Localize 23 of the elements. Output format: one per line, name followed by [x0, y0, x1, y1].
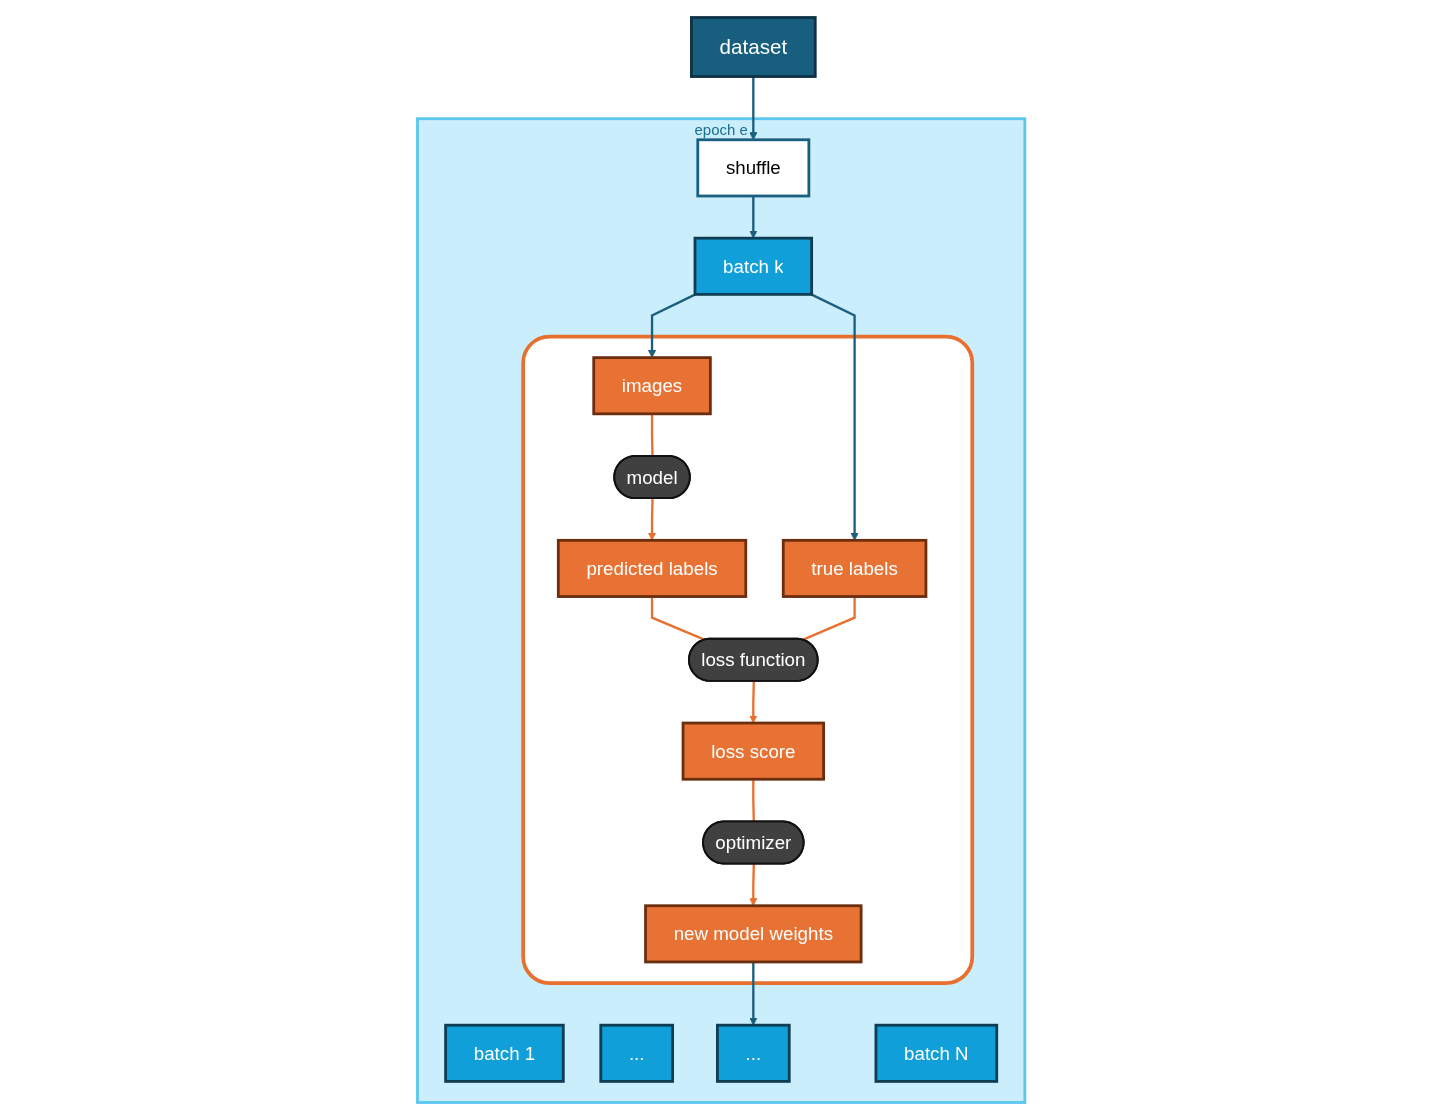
arrow — [749, 196, 758, 239]
cluster — [521, 334, 975, 985]
arrow — [648, 498, 657, 541]
node-box: new model weights — [644, 904, 863, 964]
connector — [651, 413, 654, 457]
node-box: ... — [599, 1023, 675, 1083]
node-box: shuffle — [696, 138, 811, 198]
arrow — [749, 681, 758, 724]
arrow — [648, 293, 697, 358]
connector — [651, 596, 706, 641]
node-box: dataset — [690, 16, 817, 78]
arrow — [811, 293, 860, 541]
connector — [802, 596, 857, 641]
node-box: true labels — [782, 538, 928, 598]
connector — [752, 779, 756, 822]
node-box: batch N — [874, 1023, 999, 1083]
node-box: loss score — [681, 721, 826, 781]
arrow — [749, 961, 758, 1026]
node-box: predicted labels — [557, 538, 748, 598]
node-box: batch k — [693, 236, 814, 296]
node-box: batch 1 — [444, 1023, 566, 1083]
node-box: images — [592, 356, 713, 416]
node-box: ... — [716, 1023, 791, 1083]
